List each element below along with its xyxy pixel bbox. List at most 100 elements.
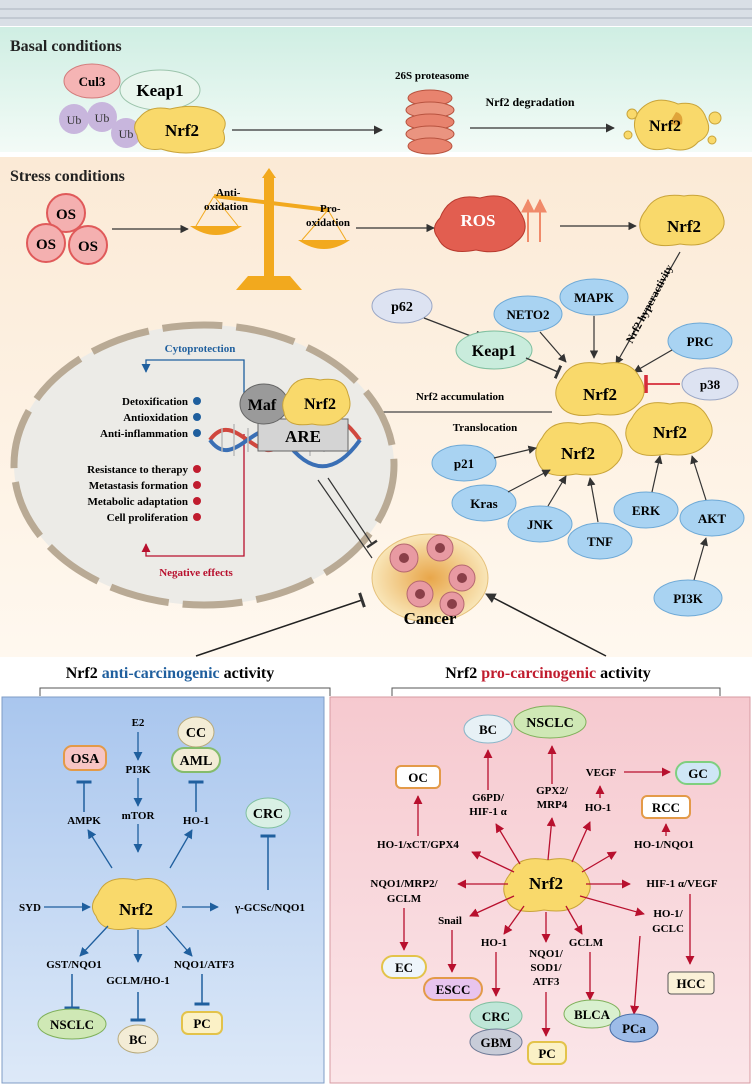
pro-blca-oval <box>563 999 621 1029</box>
anti-oxidation-label-1: Anti- <box>216 187 241 199</box>
anti-cc: CC <box>186 726 206 741</box>
anti-e2: E2 <box>132 717 145 729</box>
pi3k-to-akt <box>693 537 708 581</box>
nrf2-blob-center <box>555 362 645 416</box>
anti-gclm: GCLM/HO-1 <box>106 975 170 987</box>
pro-pc: PC <box>538 1046 555 1061</box>
pro-nrf2-to-snail <box>469 895 515 917</box>
prc-oval <box>667 322 733 360</box>
nrf2-left-label: Nrf2 <box>561 444 595 463</box>
nrf2-label-basal: Nrf2 <box>165 121 199 140</box>
p38-label: p38 <box>700 377 721 392</box>
anti-nrf2-to-ho1 <box>169 829 193 869</box>
ub-circle <box>111 118 141 148</box>
os-circle <box>26 223 66 263</box>
ub-label: Ub <box>119 127 134 141</box>
negative-effects-label: Negative effects <box>159 567 233 579</box>
pro-ho1gclc-2: GCLC <box>652 923 684 935</box>
cancer-label: Cancer <box>404 609 457 628</box>
anti-aml-box <box>171 747 221 773</box>
ub-group: Ub Ub Ub <box>59 102 141 148</box>
ub-circle <box>87 102 117 132</box>
anti-pc: PC <box>193 1016 210 1031</box>
pro-ho1: HO-1 <box>585 802 611 814</box>
keap1-label: Keap1 <box>136 81 183 100</box>
os-group: OS OS OS <box>26 193 108 265</box>
erk-label: ERK <box>632 503 661 518</box>
os-circle <box>46 193 86 233</box>
membrane-strip <box>0 0 752 26</box>
anti-oxidation-label-2: oxidation <box>204 201 248 213</box>
os-label: OS <box>36 237 56 253</box>
pro-bc: BC <box>479 722 497 737</box>
nrf2-center-label: Nrf2 <box>583 385 617 404</box>
pro-gc: GC <box>688 766 708 781</box>
pro-oxidation-label-2: oxidation <box>306 217 350 229</box>
pro-ec: EC <box>395 960 413 975</box>
effect-metastasis: Metastasis formation <box>89 480 188 492</box>
are-label: ARE <box>285 427 321 446</box>
cytoprotection-label: Cytoprotection <box>165 343 236 355</box>
proteasome-icon <box>405 89 455 155</box>
pro-nrf2: Nrf2 <box>529 874 563 893</box>
pro-crc: CRC <box>482 1009 510 1024</box>
erk-to-nrf2 <box>651 455 663 493</box>
pro-blca: BLCA <box>574 1007 611 1022</box>
pi3k-label: PI3K <box>673 591 704 606</box>
os-circle <box>68 225 108 265</box>
red-bullet <box>193 465 201 473</box>
blue-bullet <box>193 429 201 437</box>
anti-nqo1atf3: NQO1/ATF3 <box>174 959 235 971</box>
pro-nrf2-to-ho1b <box>503 905 525 935</box>
anti-nrf2-to-nqo1atf3 <box>165 925 193 957</box>
p38-oval <box>681 367 739 401</box>
pro-pc-box <box>527 1041 567 1065</box>
anti-ampk: AMPK <box>67 815 101 827</box>
nrf2-top-label: Nrf2 <box>667 217 701 236</box>
degraded-nrf2-icon <box>623 99 722 151</box>
prc-label: PRC <box>687 334 714 349</box>
pro-escc-box <box>423 977 483 1001</box>
pro-nqo1mrp2-2: GCLM <box>387 893 422 905</box>
pro-nqo1sod-2: SOD1/ <box>530 962 562 974</box>
pro-ho1b: HO-1 <box>481 937 507 949</box>
membrane-lines <box>0 8 752 19</box>
akt-label: AKT <box>698 511 727 526</box>
pro-pca-oval <box>609 1013 659 1043</box>
blue-bullet <box>193 413 201 421</box>
anti-pi3k: PI3K <box>125 764 151 776</box>
nrf2-degraded-label: Nrf2 <box>649 118 681 135</box>
pro-ho1gclc-to-pca <box>630 935 641 1015</box>
mapk-label: MAPK <box>574 290 615 305</box>
anti-nrf2: Nrf2 <box>119 900 153 919</box>
pro-snail: Snail <box>438 915 462 927</box>
p62-label: p62 <box>391 300 413 315</box>
pro-section-title: Nrf2 pro-carcinogenic activity <box>445 665 651 682</box>
anti-osa-box <box>63 745 107 771</box>
tnf-label: TNF <box>587 534 613 549</box>
anti-section-title: Nrf2 anti-carcinogenic activity <box>66 665 275 682</box>
p21-oval <box>431 444 497 482</box>
anti-inhibit-cancer <box>195 592 366 657</box>
nrf2-blob-nucleus <box>282 378 351 426</box>
pro-oc-box <box>395 765 441 789</box>
pro-nqo1sod-3: ATF3 <box>533 976 560 988</box>
pro-nrf2-to-gclm <box>565 905 583 935</box>
nrf2-blob-left <box>535 422 623 476</box>
pro-ho1gclc-1: HO-1/ <box>653 908 683 920</box>
cancer-cluster-icon <box>371 533 489 623</box>
pro-ho1nqo1: HO-1/NQO1 <box>634 839 694 851</box>
pro-pca: PCa <box>622 1021 646 1036</box>
pro-bc-oval <box>463 714 513 744</box>
anti-bc: BC <box>129 1032 147 1047</box>
p21-to-nrf2 <box>493 445 537 459</box>
neto2-oval <box>493 295 563 333</box>
pro-rcc: RCC <box>652 800 680 815</box>
pro-nqo1sod-1: NQO1/ <box>529 948 564 960</box>
effect-proliferation: Cell proliferation <box>107 512 188 524</box>
ub-label: Ub <box>95 111 110 125</box>
nrf2-right-label: Nrf2 <box>653 423 687 442</box>
anti-nsclc: NSCLC <box>50 1017 94 1032</box>
anti-nrf2-blob <box>92 878 177 930</box>
effect-antioxidation: Antioxidation <box>123 412 188 424</box>
